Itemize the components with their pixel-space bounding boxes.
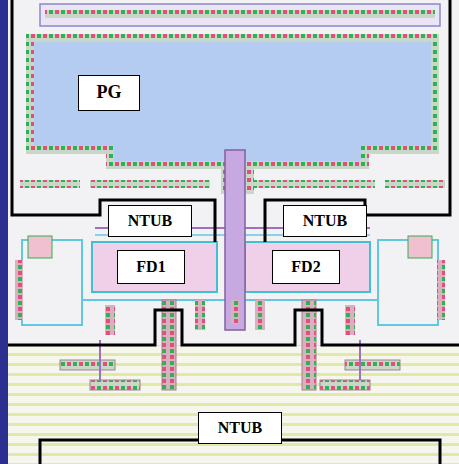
region-label: PG — [97, 83, 122, 103]
label-box: FD1 — [117, 250, 185, 284]
label-box: PG — [78, 75, 140, 111]
label-box: NTUB — [283, 205, 367, 237]
label-box: NTUB — [108, 205, 192, 237]
label-box: NTUB — [198, 412, 282, 444]
region-label: FD2 — [291, 258, 320, 276]
region-label: FD1 — [136, 258, 165, 276]
region-label: NTUB — [303, 212, 347, 230]
region-label: NTUB — [128, 212, 172, 230]
region-label: NTUB — [218, 419, 262, 437]
label-box: FD2 — [272, 250, 340, 284]
